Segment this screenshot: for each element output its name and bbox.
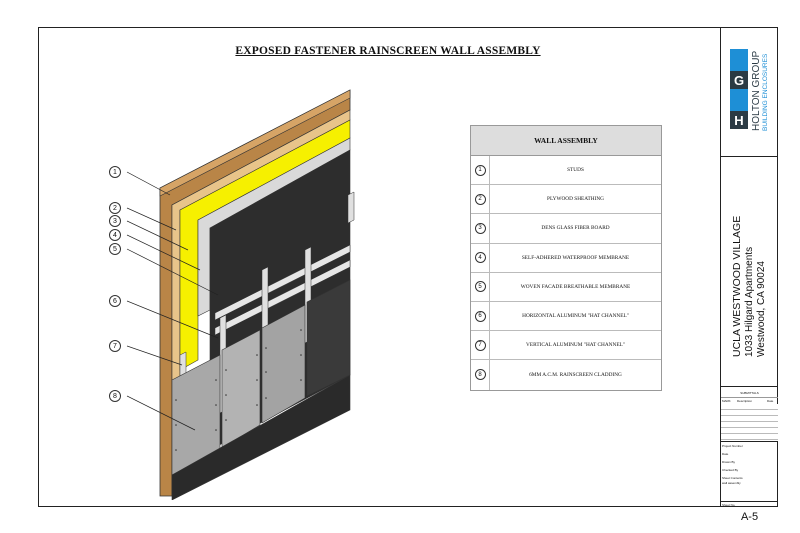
callout-3: 3: [109, 215, 121, 227]
drawing-sheet-border: [38, 27, 778, 507]
sheet-number: A-5: [740, 511, 759, 523]
sheet-contents-value: wall assembly: [722, 481, 741, 485]
table-row: 5 WOVEN FACADE BREATHABLE MEMBRANE: [471, 272, 661, 302]
callout-2: 2: [109, 202, 121, 214]
project-address-line1: 1033 Hilgard Apartments: [744, 246, 755, 357]
table-row: 6 HORIZONTAL ALUMINUM "HAT CHANNEL": [471, 301, 661, 332]
rev-col-mark: MARK: [722, 399, 731, 403]
callout-7: 7: [109, 340, 121, 352]
sheet-contents-label: Sheet Contents: [722, 476, 743, 480]
table-row: 4 SELF-ADHERED WATERPROOF MEMBRANE: [471, 243, 661, 273]
logo-section: G H HOLTON GROUP BUILDING ENCLOSURES: [721, 27, 778, 157]
row-label: PLYWOOD SHEATHING: [547, 196, 604, 203]
row-number: 5: [474, 281, 486, 293]
acm-panel-2: [221, 329, 261, 449]
project-section: UCLA WESTWOOD VILLAGE 1033 Hilgard Apart…: [721, 157, 778, 387]
checked-by-label: Checked By: [722, 468, 739, 472]
row-number: 7: [474, 339, 486, 351]
callout-6: 6: [109, 295, 121, 307]
table-row: 7 VERTICAL ALUMINUM "HAT CHANNEL": [471, 331, 661, 361]
rev-col-date: Date: [767, 399, 774, 403]
table-header: WALL ASSEMBLY: [471, 126, 661, 156]
wall-assembly-drawing: [126, 89, 355, 500]
row-number: 3: [474, 222, 486, 234]
project-address-line2: Westwood, CA 90024: [756, 261, 767, 357]
logo-letter-h: H: [730, 111, 748, 129]
row-number: 8: [474, 369, 486, 381]
drawn-by-label: Drawn By: [722, 460, 736, 464]
table-row: 3 DENS GLASS FIBER BOARD: [471, 214, 661, 244]
company-name: HOLTON GROUP: [751, 50, 762, 131]
revision-section: SUBMITTALS MARK Description Date: [721, 387, 778, 442]
rev-col-description: Description: [737, 399, 753, 403]
row-label: VERTICAL ALUMINUM "HAT CHANNEL": [526, 342, 625, 349]
logo-mark: G H: [730, 49, 748, 129]
company-subtitle: BUILDING ENCLOSURES: [762, 53, 769, 131]
row-label: STUDS: [567, 167, 584, 174]
table-row: 1 STUDS: [471, 156, 661, 186]
project-name: UCLA WESTWOOD VILLAGE: [731, 215, 743, 357]
sheet-no-label: Sheet No.: [722, 503, 736, 507]
stud-top-plate: [159, 89, 351, 197]
sheet-number-section: Sheet No. A-5: [721, 502, 778, 532]
project-number-label: Project Number: [722, 444, 743, 448]
logo-letter-g: G: [730, 71, 748, 89]
acm-panel-lower: [171, 374, 351, 500]
row-number: 4: [474, 252, 486, 264]
row-number: 6: [474, 310, 486, 322]
row-number: 2: [474, 193, 486, 205]
info-section: Project Number Date Drawn By Checked By …: [721, 442, 778, 502]
row-label: WOVEN FACADE BREATHABLE MEMBRANE: [520, 283, 631, 290]
callout-5: 5: [109, 243, 121, 255]
callout-8: 8: [109, 390, 121, 402]
submittals-label: SUBMITTALS: [740, 391, 759, 395]
drawing-title: EXPOSED FASTENER RAINSCREEN WALL ASSEMBL…: [235, 45, 541, 57]
callout-4: 4: [109, 229, 121, 241]
row-label: SELF-ADHERED WATERPROOF MEMBRANE: [521, 254, 630, 261]
callout-1: 1: [109, 166, 121, 178]
row-label: DENS GLASS FIBER BOARD: [541, 225, 610, 232]
row-number: 1: [474, 164, 486, 176]
table-row: 8 6MM A.C.M. RAINSCREEN CLADDING: [471, 360, 661, 390]
title-block: G H HOLTON GROUP BUILDING ENCLOSURES UCL…: [720, 27, 778, 523]
table-row: 2 PLYWOOD SHEATHING: [471, 185, 661, 215]
row-label: 6MM A.C.M. RAINSCREEN CLADDING: [529, 371, 622, 378]
acm-panel-3: [261, 304, 306, 424]
date-label: Date: [722, 452, 729, 456]
row-label: HORIZONTAL ALUMINUM "HAT CHANNEL": [522, 313, 629, 320]
